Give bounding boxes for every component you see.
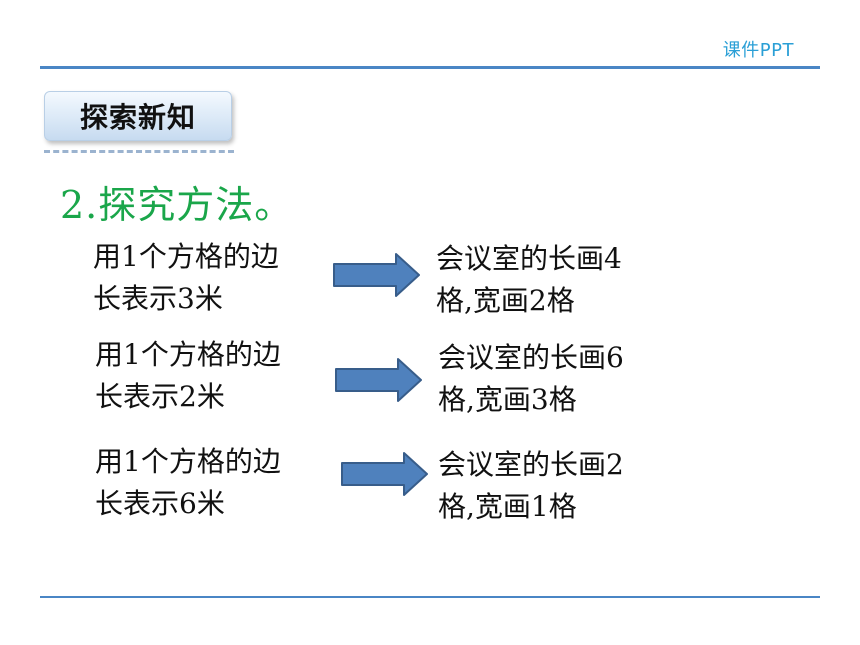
arrow-right-icon — [333, 253, 420, 297]
result-text-3-line-2: 格,宽画1格 — [438, 490, 577, 523]
footer-rule — [40, 596, 820, 598]
section-tag: 探索新知 — [44, 91, 232, 141]
condition-text-3: 用1个方格的边 长表示6米 — [95, 441, 281, 525]
result-text-3: 会议室的长画2 格,宽画1格 — [438, 444, 624, 528]
condition-text-2-line-2: 长表示2米 — [95, 380, 225, 413]
result-text-2: 会议室的长画6 格,宽画3格 — [438, 337, 624, 421]
result-text-2-line-1: 会议室的长画6 — [438, 341, 624, 374]
result-text-3-line-1: 会议室的长画2 — [438, 448, 624, 481]
result-text-1-line-2: 格,宽画2格 — [436, 284, 575, 317]
result-text-2-line-2: 格,宽画3格 — [438, 383, 577, 416]
result-text-1-line-1: 会议室的长画4 — [436, 242, 622, 275]
result-text-1: 会议室的长画4 格,宽画2格 — [436, 238, 622, 322]
condition-text-3-line-2: 长表示6米 — [95, 487, 225, 520]
section-tag-dashed-underline — [44, 150, 234, 153]
condition-text-1-line-1: 用1个方格的边 — [93, 240, 279, 273]
condition-text-1-line-2: 长表示3米 — [93, 282, 223, 315]
condition-text-1: 用1个方格的边 长表示3米 — [93, 236, 279, 320]
brand-label: 课件PPT — [722, 40, 794, 61]
condition-text-3-line-1: 用1个方格的边 — [95, 445, 281, 478]
condition-text-2: 用1个方格的边 长表示2米 — [95, 334, 281, 418]
page-heading: 2.探究方法。 — [60, 183, 294, 227]
arrow-right-icon — [341, 452, 428, 496]
condition-text-2-line-1: 用1个方格的边 — [95, 338, 281, 371]
header-rule — [40, 66, 820, 69]
arrow-right-icon — [335, 358, 422, 402]
